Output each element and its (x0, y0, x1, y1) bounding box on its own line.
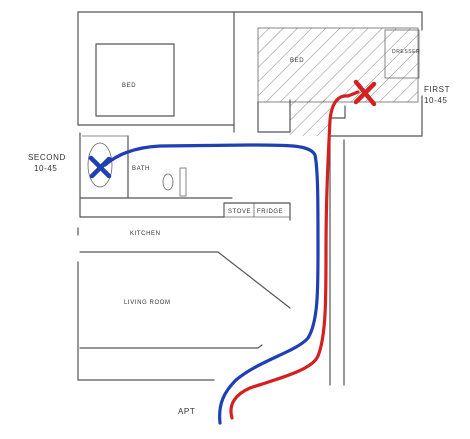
label-second-line1: SECOND (28, 153, 66, 162)
dresser-box (384, 29, 420, 79)
label-bed-right: BED (290, 58, 304, 64)
route-first-line (229, 90, 360, 420)
label-first-line2: 10-45 (424, 96, 447, 105)
route-second-line (103, 143, 320, 425)
label-apt: APT (178, 407, 195, 416)
label-fridge: FRIDGE (257, 209, 283, 215)
x-mark-icon (88, 155, 112, 179)
label-kitchen: KITCHEN (130, 231, 161, 237)
label-second-line2: 10-45 (34, 164, 57, 173)
x-mark-icon (353, 79, 377, 107)
label-living-room: LIVING ROOM (124, 300, 171, 306)
label-stove: STOVE (228, 209, 251, 215)
hatched-bed-area (257, 27, 419, 136)
walls (77, 11, 423, 386)
label-first-line1: FIRST (424, 85, 450, 94)
label-dresser: DRESSER (392, 49, 420, 55)
label-bath: BATH (132, 166, 150, 172)
bed-left-outline (95, 43, 175, 117)
label-bed-left: BED (122, 83, 136, 89)
bath-fixtures (87, 142, 187, 197)
